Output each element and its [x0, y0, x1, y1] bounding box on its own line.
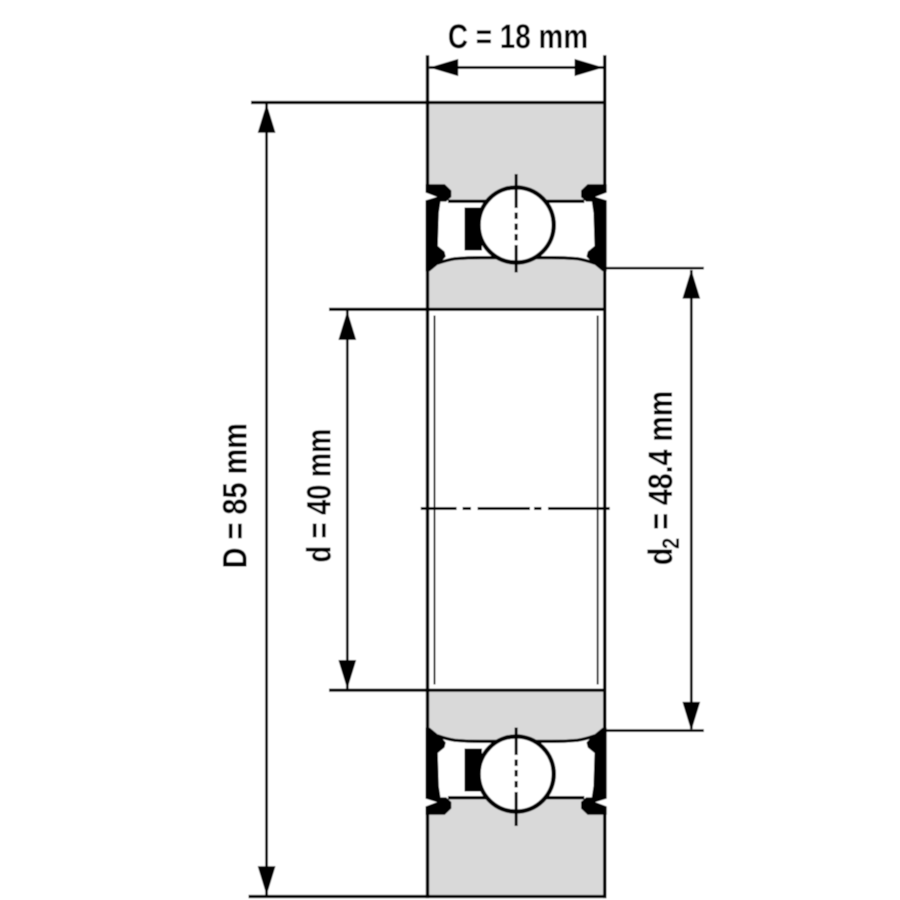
svg-text:d2 = 48.4 mm: d2 = 48.4 mm	[642, 391, 685, 565]
svg-text:d = 40 mm: d = 40 mm	[301, 429, 339, 563]
svg-text:C = 18 mm: C = 18 mm	[448, 18, 588, 56]
svg-text:D = 85 mm: D = 85 mm	[217, 423, 255, 568]
